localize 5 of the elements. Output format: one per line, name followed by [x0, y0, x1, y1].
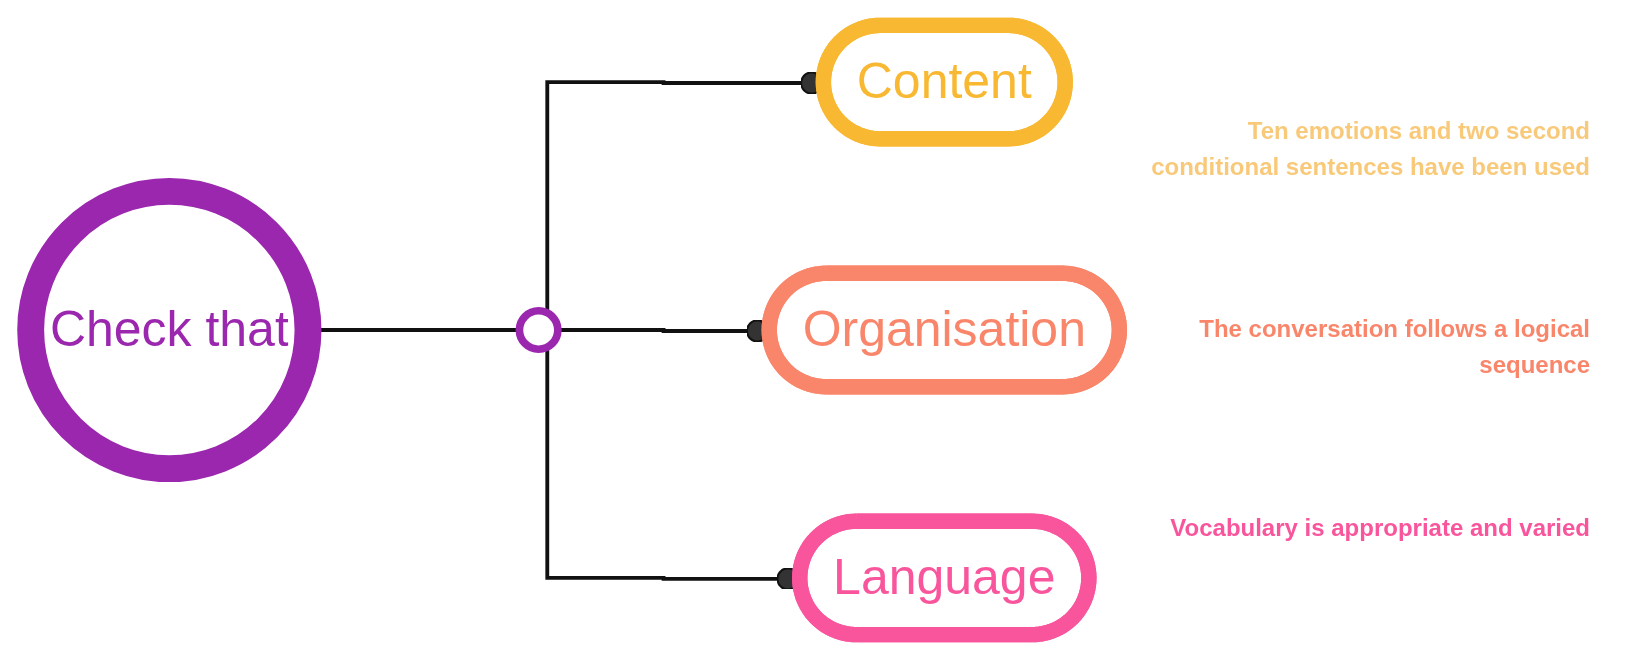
description-text: The conversation follows a logical sequence: [1198, 314, 1590, 381]
node-circle: Check that: [17, 177, 322, 482]
description-text: Vocabulary is appropriate and varied: [1169, 513, 1590, 544]
node-circle: [515, 306, 562, 353]
description-text: Ten emotions and two second conditional sentences have been used: [1150, 115, 1590, 182]
